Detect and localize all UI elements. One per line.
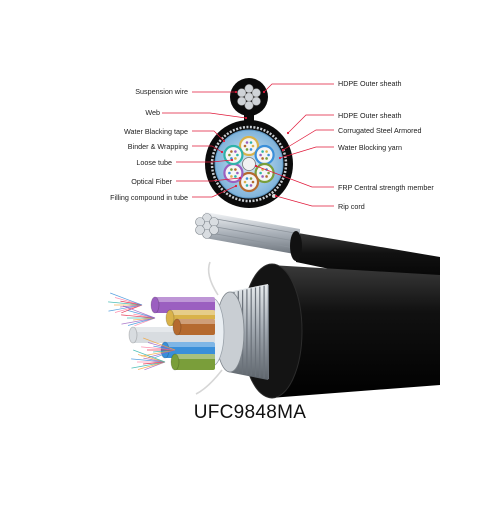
- rip-cord: [207, 261, 219, 296]
- label-loose-tube: Loose tube: [136, 158, 172, 167]
- exposed-loose-tubes: [128, 296, 215, 371]
- leader-line-8: [263, 83, 334, 93]
- loose-tubes-section: [223, 135, 275, 193]
- main-jacket: [270, 265, 440, 398]
- loose-tube-6: [223, 144, 244, 166]
- leader-line-6: [176, 177, 241, 182]
- label-binder-wrapping: Binder & Wrapping: [127, 142, 188, 151]
- cross-section: [205, 78, 293, 208]
- label-frp-central-member: FRP Central strength member: [338, 183, 434, 192]
- fiber-fan-4: [131, 349, 166, 371]
- leader-line-10: [282, 129, 334, 151]
- label-filling-compound: Filling compound in tube: [110, 193, 188, 202]
- exposed-tube-1: [150, 296, 215, 314]
- exposed-suspension-wires: [195, 212, 302, 261]
- leader-lines: [162, 83, 334, 207]
- leader-line-13: [275, 195, 334, 207]
- fiber-fan-1: [108, 292, 143, 314]
- rip-cord-2: [195, 369, 223, 395]
- frp-central-member: [242, 157, 256, 171]
- loose-tube-1: [238, 135, 260, 157]
- leader-line-5: [176, 159, 233, 163]
- label-suspension-wire: Suspension wire: [135, 87, 188, 96]
- label-corrugated-steel: Corrugated Steel Armored: [338, 126, 422, 135]
- leader-line-9: [287, 114, 334, 134]
- loose-tube-4: [238, 171, 260, 193]
- corrugated-steel: [215, 284, 269, 380]
- cable-perspective: [108, 212, 440, 399]
- label-water-blocking-yarn: Water Blocking yarn: [338, 143, 403, 152]
- web-section: [244, 112, 254, 126]
- leader-line-4: [192, 145, 223, 153]
- label-water-blacking-tape: Water Blacking tape: [123, 127, 188, 136]
- exposed-tube-5: [170, 353, 215, 371]
- leader-line-7: [192, 185, 237, 198]
- loose-tube-3: [254, 162, 275, 184]
- model-number: UFC9848MA: [193, 402, 307, 423]
- fiber-fan-2: [121, 305, 156, 327]
- label-optical-fiber: Optical Fiber: [131, 177, 172, 186]
- label-hdpe-outer-sheath-1: HDPE Outer sheath: [338, 79, 402, 88]
- exposed-tube-6: [172, 318, 215, 336]
- leader-line-3: [192, 130, 225, 142]
- steel-armor-ring: [210, 125, 288, 203]
- label-web: Web: [145, 108, 160, 117]
- leader-line-2: [162, 112, 247, 119]
- leader-line-12: [255, 165, 334, 188]
- leader-line-11: [279, 146, 334, 159]
- label-hdpe-outer-sheath-2: HDPE Outer sheath: [338, 111, 402, 120]
- loose-tube-2: [254, 144, 275, 166]
- optical-fibers: [108, 292, 176, 371]
- rip-cord-dot: [272, 194, 276, 198]
- label-rip-cord: Rip cord: [338, 202, 365, 211]
- suspension-strands: [237, 84, 261, 110]
